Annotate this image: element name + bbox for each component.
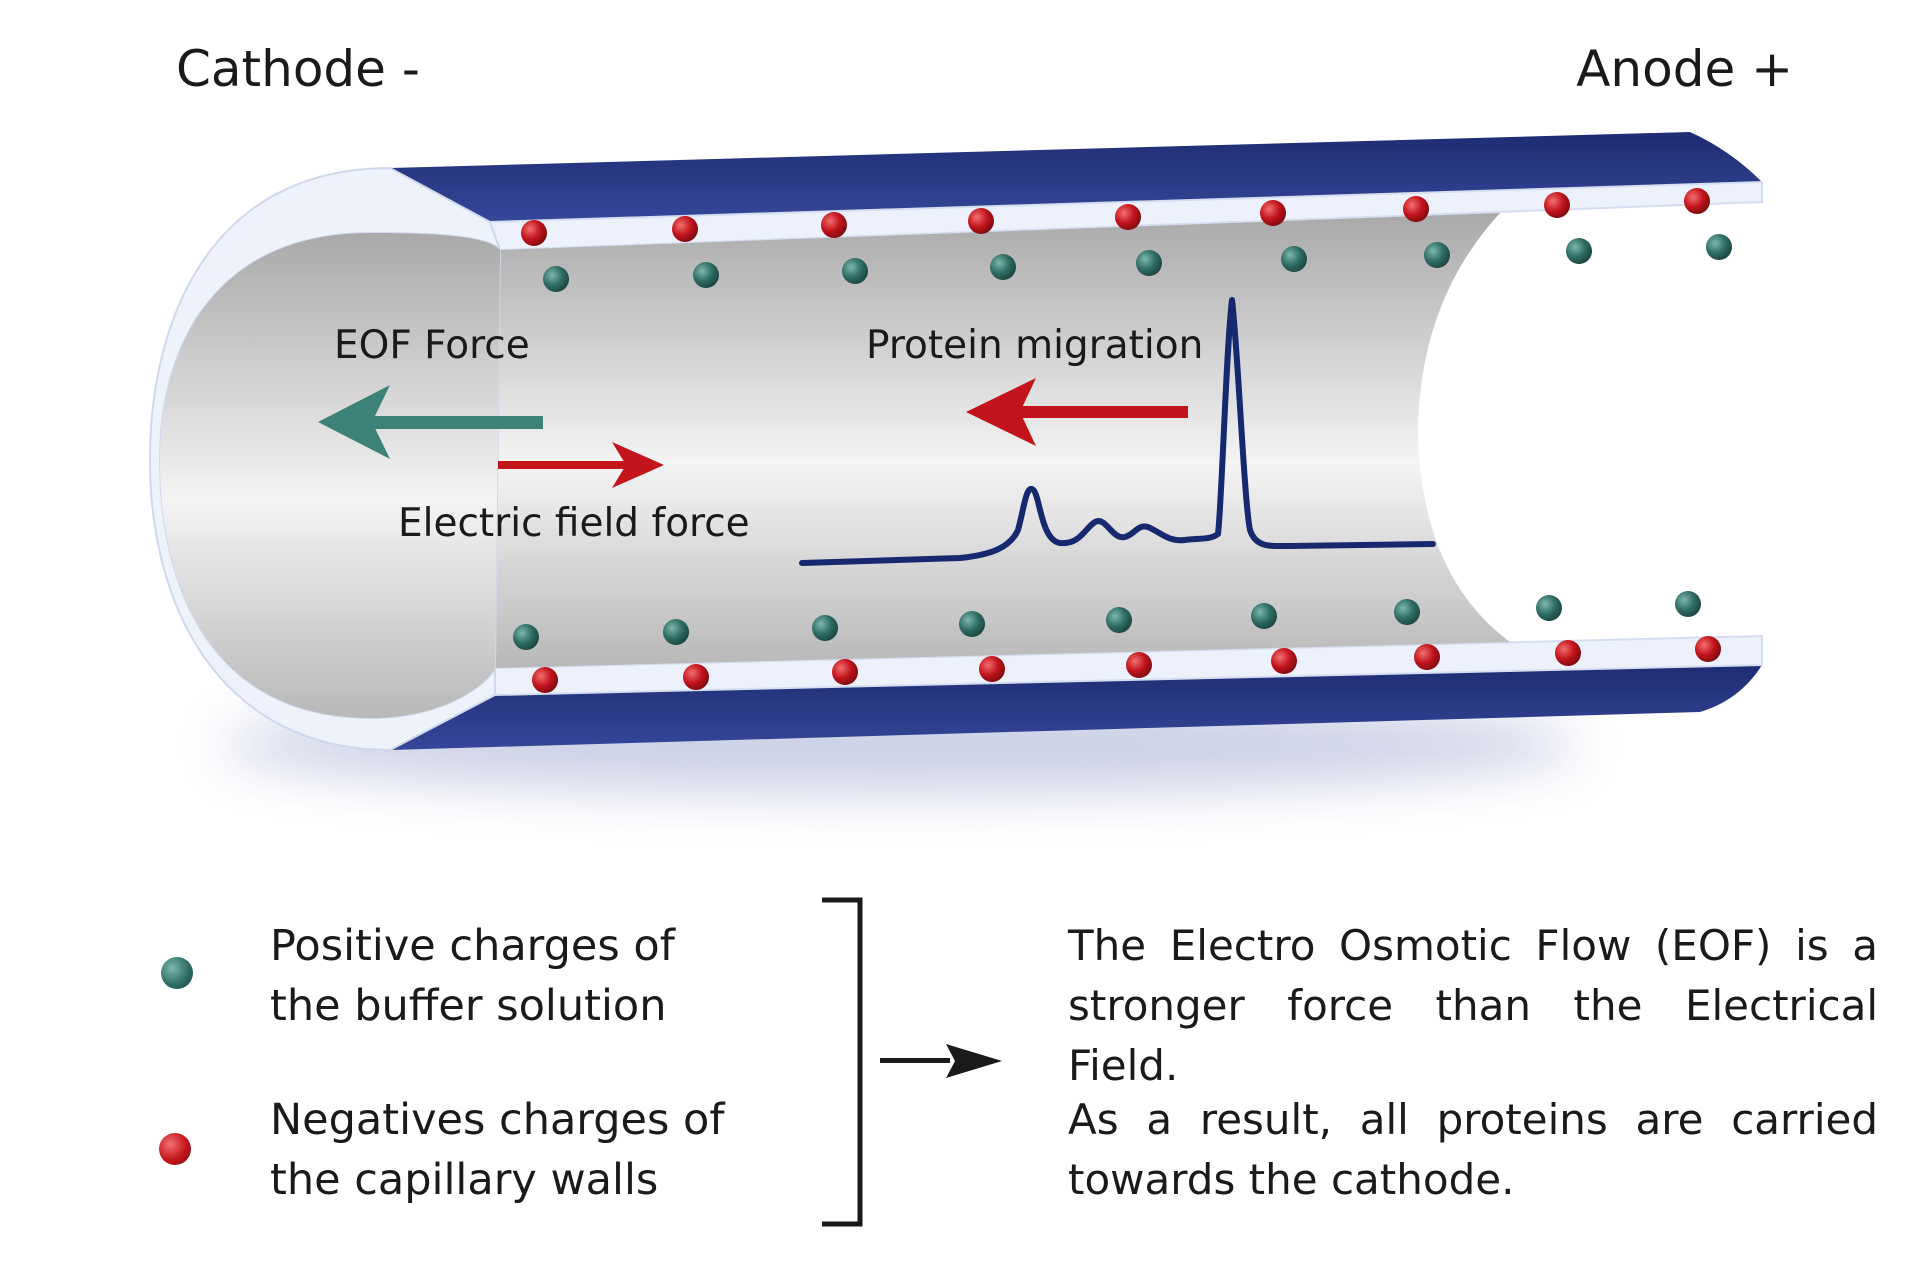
- negative-charge: [521, 220, 547, 246]
- positive-charge: [990, 254, 1016, 280]
- negative-charge: [672, 216, 698, 242]
- buffer-positive-charges: [513, 234, 1732, 650]
- positive-charge: [1675, 591, 1701, 617]
- negative-charge: [1414, 644, 1440, 670]
- electric-field-force-label: Electric field force: [398, 501, 750, 546]
- bracket-icon: [822, 897, 863, 1227]
- positive-charge: [1394, 599, 1420, 625]
- positive-charge: [959, 611, 985, 637]
- explanation-paragraph-2: As a result, all proteins are carried to…: [1068, 1095, 1878, 1204]
- cathode-label: Cathode -: [176, 40, 420, 98]
- positive-charge: [1106, 607, 1132, 633]
- capillary-lumen: [495, 213, 1510, 668]
- positive-charge: [1136, 250, 1162, 276]
- negative-charge: [532, 667, 558, 693]
- result-arrow-icon: [880, 1044, 1002, 1078]
- positive-charge: [1424, 242, 1450, 268]
- negative-charge: [1115, 204, 1141, 230]
- explanation-paragraph-1: The Electro Osmotic Flow (EOF) is a stro…: [1068, 921, 1878, 1090]
- negative-charge: [1403, 196, 1429, 222]
- negative-charge: [832, 659, 858, 685]
- positive-charge: [1706, 234, 1732, 260]
- negative-charge: [1271, 648, 1297, 674]
- negative-charge-icon: [159, 1133, 191, 1165]
- positive-charge: [1281, 246, 1307, 272]
- wall-negative-charges: [521, 188, 1721, 693]
- protein-migration-label: Protein migration: [866, 323, 1203, 368]
- legend-positive-line1: Positive charges of: [270, 921, 675, 971]
- negative-charge: [683, 664, 709, 690]
- positive-charge: [543, 266, 569, 292]
- electropherogram-trace: [799, 297, 1436, 566]
- positive-charge: [812, 615, 838, 641]
- legend-negative-line2: the capillary walls: [270, 1155, 659, 1205]
- positive-charge: [842, 258, 868, 284]
- positive-charge: [1536, 595, 1562, 621]
- negative-charge: [821, 212, 847, 238]
- legend-negative-text: Negatives charges of the capillary walls: [270, 1090, 790, 1210]
- legend-negative-line1: Negatives charges of: [270, 1095, 725, 1145]
- negative-charge: [1126, 652, 1152, 678]
- negative-charge: [1544, 192, 1570, 218]
- legend-positive-text: Positive charges of the buffer solution: [270, 916, 790, 1036]
- negative-charge: [1555, 640, 1581, 666]
- positive-charge: [663, 619, 689, 645]
- capillary-opening: [160, 233, 500, 718]
- negative-charge: [1684, 188, 1710, 214]
- eof-force-label: EOF Force: [334, 323, 530, 368]
- negative-charge: [1260, 200, 1286, 226]
- capillary-top-wall: [390, 132, 1762, 222]
- anode-label: Anode +: [1576, 40, 1793, 98]
- positive-charge: [1251, 603, 1277, 629]
- protein-migration-arrow: [966, 378, 1188, 446]
- negative-charge: [979, 656, 1005, 682]
- negative-charge: [968, 208, 994, 234]
- positive-charge-icon: [161, 957, 193, 989]
- eof-force-arrow: [318, 385, 543, 459]
- negative-charge: [1695, 636, 1721, 662]
- positive-charge: [1566, 238, 1592, 264]
- positive-charge: [693, 262, 719, 288]
- positive-charge: [513, 624, 539, 650]
- electric-field-arrow: [498, 442, 664, 488]
- capillary-bottom-wall: [390, 665, 1762, 750]
- legend-positive-line2: the buffer solution: [270, 981, 667, 1031]
